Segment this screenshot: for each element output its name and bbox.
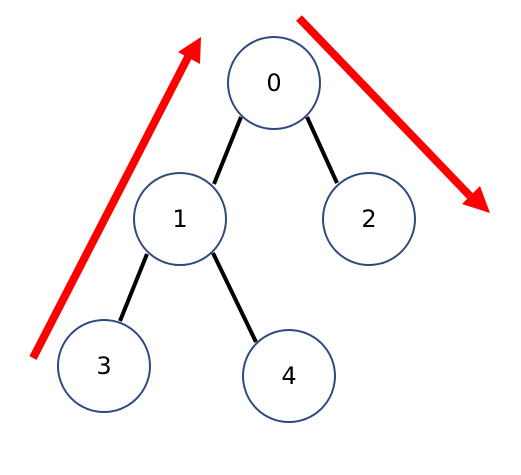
node-circle [242, 329, 336, 423]
node-label: 2 [361, 205, 376, 233]
up-arrow-head [178, 37, 201, 64]
edge-0-2 [305, 116, 339, 184]
node-label: 1 [172, 205, 187, 233]
down-arrow [296, 15, 490, 213]
edge-1-4 [211, 252, 258, 343]
tree-node-4: 4 [242, 329, 336, 423]
node-circle [133, 172, 227, 266]
up-arrow-shaft [29, 55, 192, 360]
tree-node-3: 3 [57, 319, 151, 413]
up-arrow [29, 37, 201, 360]
node-circle [227, 36, 321, 130]
node-label: 4 [281, 362, 296, 390]
tree-node-2: 2 [322, 172, 416, 266]
edge-0-1 [212, 116, 243, 185]
node-circle [57, 319, 151, 413]
node-label: 3 [96, 352, 111, 380]
tree-node-0: 0 [227, 36, 321, 130]
node-circle [322, 172, 416, 266]
node-label: 0 [266, 69, 281, 97]
down-arrow-head [462, 186, 490, 213]
tree-node-1: 1 [133, 172, 227, 266]
edge-1-3 [118, 253, 149, 322]
down-arrow-shaft [296, 15, 473, 199]
